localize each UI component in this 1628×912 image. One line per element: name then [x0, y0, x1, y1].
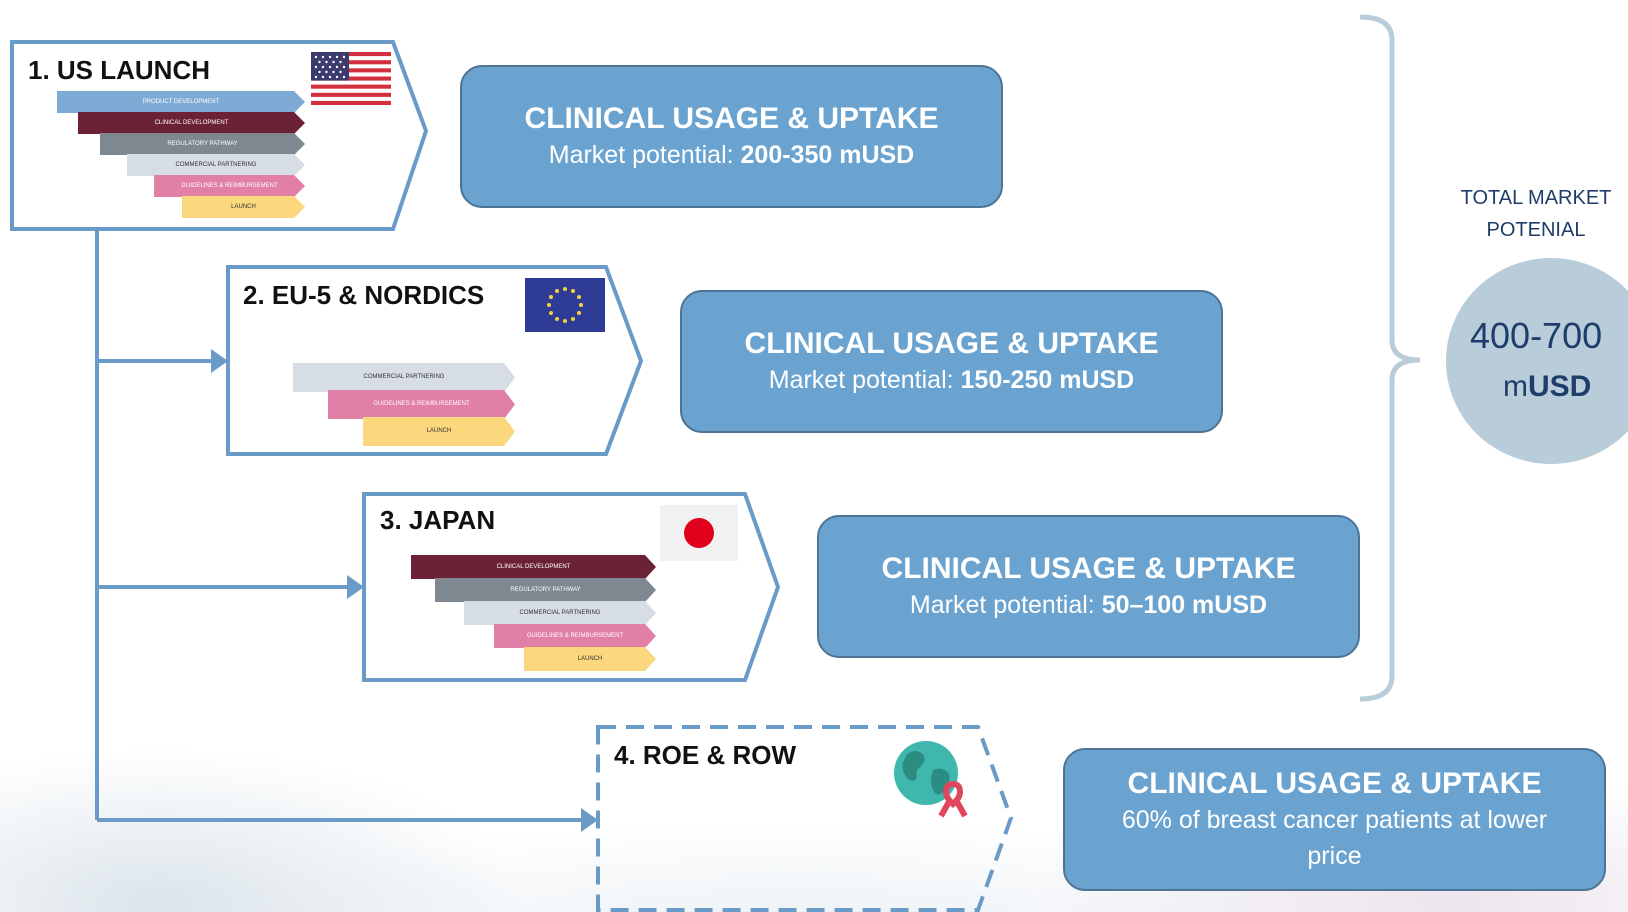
- globe-ribbon-icon: [894, 741, 968, 818]
- eu-flag-icon: [525, 278, 605, 332]
- market-title-us: 1. US LAUNCH: [28, 55, 211, 85]
- arrowhead-eu: [211, 349, 228, 373]
- total-value: 400-700: [1470, 315, 1603, 356]
- market-card-eu: CLINICAL USAGE & UPTAKE Market potential…: [680, 290, 1223, 433]
- card-title: CLINICAL USAGE & UPTAKE: [881, 551, 1296, 585]
- step-launch: LAUNCH: [363, 417, 515, 446]
- market-card-us: CLINICAL USAGE & UPTAKE Market potential…: [460, 65, 1003, 208]
- step-regulatory-pathway: REGULATORY PATHWAY: [100, 133, 305, 155]
- card-title: CLINICAL USAGE & UPTAKE: [524, 101, 939, 135]
- card-subtitle: Market potential: 200-350 mUSD: [548, 140, 915, 169]
- step-commercial-partnering: COMMERCIAL PARTNERING: [464, 601, 656, 625]
- japan-flag-icon: [660, 505, 738, 561]
- market-title-eu: 2. EU-5 & NORDICS: [243, 280, 485, 310]
- card-title: CLINICAL USAGE & UPTAKE: [744, 326, 1159, 360]
- step-product-development: PRODUCT DEVELOPMENT: [57, 91, 305, 113]
- step-regulatory-pathway: REGULATORY PATHWAY: [435, 578, 656, 602]
- step-guidelines-reimbursement: GUIDELINES & REIMBURSEMENT: [154, 175, 305, 197]
- step-launch: LAUNCH: [182, 196, 305, 218]
- panel-outline-roe: [596, 725, 1014, 912]
- us-flag-icon: [311, 52, 391, 105]
- arrowhead-roe: [581, 808, 598, 832]
- step-guidelines-reimbursement: GUIDELINES & REIMBURSEMENT: [328, 390, 515, 419]
- total-unit: mUSD: [1503, 370, 1592, 403]
- card-subtitle: Market potential: 150-250 mUSD: [768, 365, 1135, 394]
- market-card-roe: CLINICAL USAGE & UPTAKE 60% of breast ca…: [1063, 748, 1606, 891]
- total-bracket: [1359, 14, 1421, 702]
- market-title-roe: 4. ROE & ROW: [614, 740, 797, 770]
- market-potential-value: 150-250 mUSD: [960, 365, 1135, 394]
- total-circle: [1446, 258, 1628, 464]
- market-potential-value: 200-350 mUSD: [740, 140, 915, 169]
- card-title: CLINICAL USAGE & UPTAKE: [1127, 766, 1542, 800]
- step-clinical-development: CLINICAL DEVELOPMENT: [78, 112, 305, 134]
- step-launch: LAUNCH: [524, 647, 656, 671]
- total-market-label: TOTAL MARKET POTENIAL: [1460, 187, 1612, 241]
- arrowhead-japan: [347, 575, 364, 599]
- market-title-japan: 3. JAPAN: [380, 505, 496, 535]
- market-card-japan: CLINICAL USAGE & UPTAKE Market potential…: [817, 515, 1360, 658]
- step-commercial-partnering: COMMERCIAL PARTNERING: [293, 363, 515, 392]
- step-commercial-partnering: COMMERCIAL PARTNERING: [127, 154, 305, 176]
- card-subtitle: 60% of breast cancer patients at lower p…: [1121, 805, 1548, 870]
- step-guidelines-reimbursement: GUIDELINES & REIMBURSEMENT: [494, 624, 656, 648]
- market-potential-value: 50–100 mUSD: [1101, 590, 1268, 619]
- card-subtitle: Market potential: 50–100 mUSD: [909, 590, 1268, 619]
- step-clinical-development: CLINICAL DEVELOPMENT: [411, 555, 656, 579]
